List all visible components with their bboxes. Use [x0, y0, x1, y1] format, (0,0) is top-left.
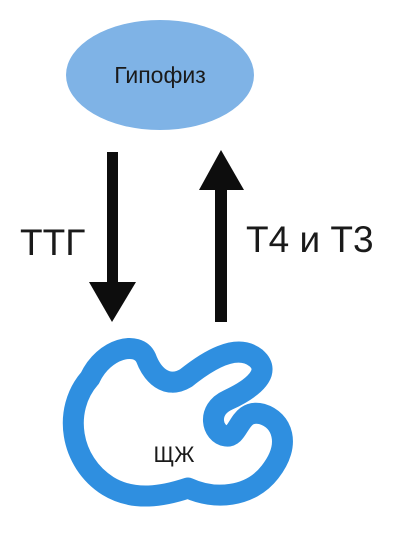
pituitary-label: Гипофиз	[114, 62, 206, 88]
down-arrow-label: ТТГ	[20, 222, 85, 263]
down-arrow: ТТГ	[20, 152, 136, 322]
thyroid-node: ЩЖ	[73, 348, 282, 496]
thyroid-label: ЩЖ	[154, 442, 196, 467]
up-arrow-label: Т4 и Т3	[246, 219, 374, 260]
up-arrow-shaft	[215, 188, 227, 322]
up-arrow: Т4 и Т3	[199, 150, 374, 322]
down-arrow-shaft	[107, 152, 118, 290]
down-arrow-head	[89, 282, 136, 322]
up-arrow-head	[199, 150, 244, 190]
pituitary-node: Гипофиз	[66, 20, 254, 130]
thyroid-shape	[73, 348, 282, 496]
